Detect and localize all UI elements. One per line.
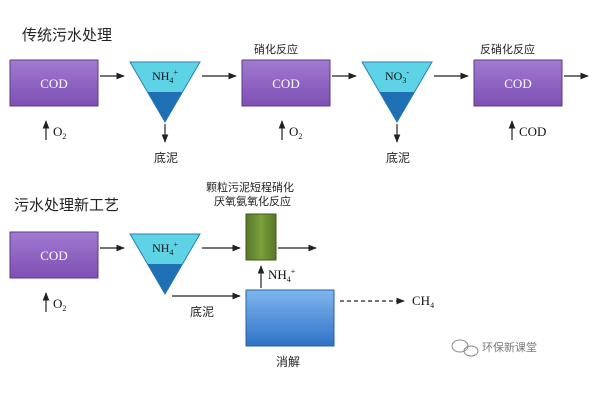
cod-box-1 xyxy=(9,59,99,107)
cod-box-4-label: COD xyxy=(40,248,68,263)
cod-box-3 xyxy=(473,59,563,107)
ammonium-label-2: NH4+ xyxy=(152,240,178,257)
section-title-new: 污水处理新工艺 xyxy=(14,196,120,214)
oxygen-label-1: O2 xyxy=(53,124,67,141)
sludge-label-1: 底泥 xyxy=(154,151,179,165)
oxygen-label-3: O2 xyxy=(53,296,67,313)
ammonium-triangle-2 xyxy=(129,233,201,295)
denitrification-label: 反硝化反应 xyxy=(480,43,535,56)
ammonium-input-label: NH4+ xyxy=(268,267,296,284)
cod-input-label: COD xyxy=(519,124,547,139)
nitrate-label: NO3- xyxy=(384,68,409,85)
section-title-traditional: 传统污水处理 xyxy=(22,26,113,44)
granular-label-line1: 颗粒污泥短程硝化 xyxy=(206,181,294,194)
methane-label: CH4 xyxy=(412,293,435,310)
sludge-label-2: 底泥 xyxy=(386,151,411,165)
cod-box-2 xyxy=(241,59,331,107)
nitrification-label: 硝化反应 xyxy=(254,43,298,56)
nitrate-triangle xyxy=(361,61,433,123)
cod-box-3-label: COD xyxy=(504,76,532,91)
cod-box-1-label: COD xyxy=(40,76,68,91)
ammonium-triangle-1 xyxy=(129,61,201,123)
sludge-label-3: 底泥 xyxy=(190,305,215,319)
digester-box xyxy=(245,289,335,347)
wechat-logo-icon xyxy=(451,339,479,357)
ammonium-label-1: NH4+ xyxy=(152,68,178,85)
oxygen-label-2: O2 xyxy=(289,124,303,141)
digestion-label: 消解 xyxy=(276,355,301,369)
cod-box-2-label: COD xyxy=(272,76,300,91)
watermark-text: 环保新课堂 xyxy=(482,341,537,354)
granular-reactor xyxy=(245,213,277,261)
granular-label-line2: 厌氧氨氧化反应 xyxy=(214,195,291,208)
cod-box-4 xyxy=(9,231,99,279)
